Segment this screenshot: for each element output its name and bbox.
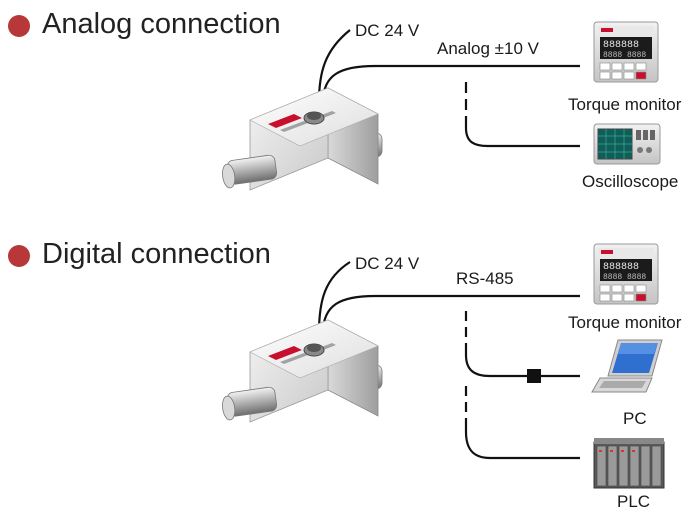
digital-power-label: DC 24 V <box>355 254 420 273</box>
digital-heading: Digital connection <box>42 238 271 270</box>
digital-plc-branch-cable <box>464 386 580 460</box>
analog-torque-monitor-label: Torque monitor <box>568 95 682 114</box>
plc-label: PLC <box>617 492 651 511</box>
digital-bullet-icon <box>8 245 30 267</box>
pc-label: PC <box>623 409 647 428</box>
analog-signal-label: Analog ±10 V <box>437 39 539 58</box>
analog-power-label: DC 24 V <box>355 21 420 40</box>
analog-bullet-icon <box>8 15 30 37</box>
plc-icon <box>593 438 665 489</box>
digital-pc-branch-cable <box>464 311 580 378</box>
pc-adapter-icon <box>527 369 541 383</box>
analog-torque-monitor-icon <box>593 21 659 83</box>
digital-signal-label: RS-485 <box>456 269 514 288</box>
digital-torque-monitor-label: Torque monitor <box>568 313 682 332</box>
digital-torque-sensor-icon <box>220 319 383 423</box>
analog-heading: Analog connection <box>42 8 281 40</box>
analog-section <box>8 15 661 191</box>
digital-section <box>8 243 665 489</box>
oscilloscope-label: Oscilloscope <box>582 172 679 191</box>
digital-signal-cable <box>321 294 580 334</box>
analog-branch-cable <box>464 82 580 148</box>
oscilloscope-icon <box>593 123 661 165</box>
analog-signal-cable <box>321 64 580 103</box>
laptop-icon <box>591 339 663 393</box>
analog-torque-sensor-icon <box>220 87 383 191</box>
digital-torque-monitor-icon <box>593 243 659 305</box>
